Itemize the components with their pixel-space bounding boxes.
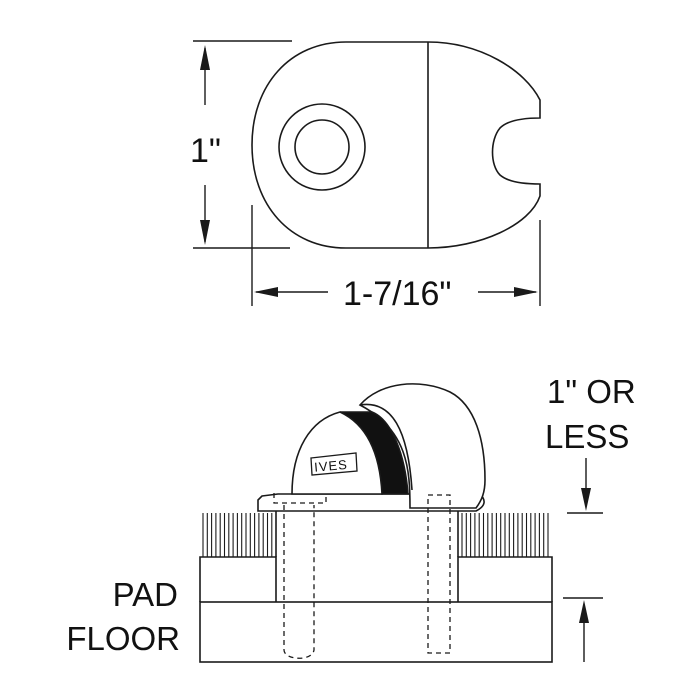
carpet-hatching: [202, 513, 549, 557]
mount-hole-outer: [278, 103, 366, 191]
floor-layer: [199, 601, 553, 663]
hidden-fasteners: [273, 493, 451, 659]
top-view-outline: [251, 41, 541, 249]
arrow-left-icon: [254, 287, 278, 297]
height-note-line2: LESS: [545, 418, 629, 455]
arrow-up-icon: [200, 45, 210, 70]
pad-layer-right: [457, 556, 553, 602]
arrow-right-icon: [514, 287, 538, 297]
door-stop-body: [257, 383, 486, 512]
screw-head-hidden: [273, 493, 327, 504]
pad-layer-left: [199, 556, 277, 602]
mount-hole-inner: [294, 119, 350, 175]
rear-dome-edge: [359, 403, 413, 491]
pad-label: PAD: [113, 576, 178, 613]
arrow-down-icon: [200, 220, 210, 245]
height-note-line1: 1" OR: [547, 373, 636, 410]
arrow-down-icon: [581, 488, 591, 511]
width-dimension-label: 1-7/16": [343, 275, 451, 313]
height-dimension-label: 1": [190, 132, 221, 170]
width-dimension: [251, 205, 541, 306]
height-dimension: [193, 40, 292, 249]
max-height-dimension: [563, 458, 603, 662]
brand-label: IVES: [314, 457, 349, 475]
floor-label: FLOOR: [66, 620, 180, 657]
brand-plate: IVES: [310, 452, 358, 476]
top-view: [251, 41, 541, 249]
arrow-up-icon: [579, 600, 589, 623]
anchor-hidden: [427, 494, 451, 654]
screw-shank-hidden: [283, 505, 315, 659]
side-view: [199, 511, 553, 663]
